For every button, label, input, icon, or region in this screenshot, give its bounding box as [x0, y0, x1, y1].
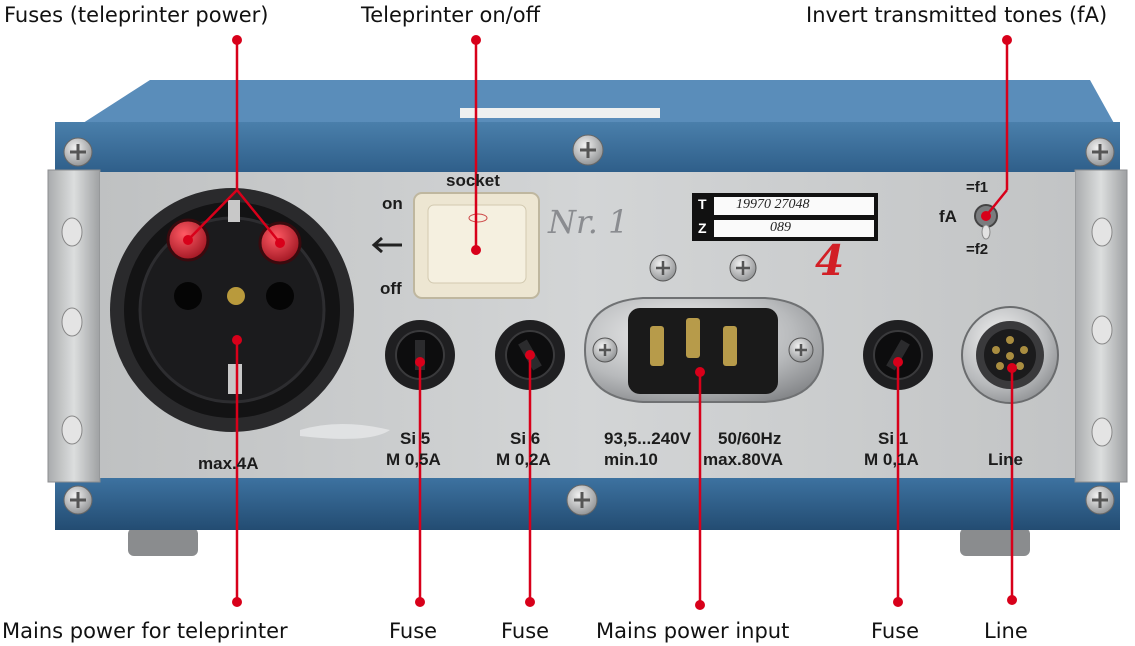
fuse-si5-rating: M 0,5A	[386, 450, 441, 469]
mains-voltage-label: 93,5...240V	[604, 429, 691, 448]
foot-right	[960, 528, 1030, 556]
center-screw-top	[572, 134, 604, 166]
fuse-si1-name: Si 1	[878, 429, 909, 448]
center-screw-bottom	[566, 484, 598, 516]
line-connector	[961, 306, 1059, 404]
housing-top-surface	[80, 80, 1115, 125]
switch-on-label: on	[382, 194, 403, 213]
callout-fuse-si5: Fuse	[389, 619, 438, 643]
handwritten-unit-number: Nr. 1	[548, 203, 629, 241]
pointer-lines	[187, 40, 1014, 605]
rail-clip	[61, 415, 83, 445]
corner-screw-bl	[63, 485, 93, 515]
corner-screw-tr	[1085, 137, 1115, 167]
callout-invert-transmitted-tones: Invert transmitted tones (fA)	[806, 3, 1108, 27]
corner-screw-tl	[63, 137, 93, 167]
callout-fuses-teleprinter-power: Fuses (teleprinter power)	[4, 3, 269, 27]
rail-clip	[61, 307, 83, 337]
rail-clip	[1091, 315, 1113, 345]
inlet-screw-right	[729, 254, 757, 282]
panel-scuff	[300, 424, 390, 439]
nameplate-z-value: 089	[770, 220, 791, 235]
switch-off-label: off	[380, 279, 402, 298]
callout-mains-power-teleprinter: Mains power for teleprinter	[2, 619, 288, 643]
fuse-holder-si1	[863, 320, 933, 390]
fuse-si6-rating: M 0,2A	[496, 450, 551, 469]
toggle-f2-label: =f2	[966, 241, 989, 258]
teleprinter-power-socket	[110, 188, 354, 432]
nameplate-t-value: 19970 27048	[736, 197, 810, 212]
socket-rating-label: max.4A	[198, 454, 259, 473]
rail-clip	[61, 217, 83, 247]
pointer-dots	[183, 35, 1017, 610]
fuse-si1-rating: M 0,1A	[864, 450, 919, 469]
rail-clip	[1091, 217, 1113, 247]
callout-mains-power-input: Mains power input	[596, 619, 790, 643]
mains-power-inlet	[583, 297, 825, 403]
callout-fuse-si1: Fuse	[871, 619, 920, 643]
nameplate-z-key: Z	[698, 220, 707, 236]
nameplate	[692, 193, 878, 241]
corner-screw-br	[1085, 485, 1115, 515]
nameplate-t-key: T	[698, 196, 707, 212]
fuse-si6-name: Si 6	[510, 429, 541, 448]
line-connector-label: Line	[988, 450, 1023, 469]
switch-socket-label: socket	[446, 171, 500, 190]
toggle-f1-label: =f1	[966, 179, 989, 196]
rail-clip	[1091, 417, 1113, 447]
callout-line: Line	[984, 619, 1028, 643]
inlet-screw-left	[649, 254, 677, 282]
handwritten-red-digit: 4	[815, 236, 845, 285]
top-label-strip	[460, 108, 660, 118]
mains-frequency-label: 50/60Hz	[718, 429, 782, 448]
mains-power-rating-label: max.80VA	[703, 450, 784, 469]
callout-teleprinter-on-off: Teleprinter on/off	[361, 3, 541, 27]
mains-min-label: min.10	[604, 450, 658, 469]
toggle-fa-label: fA	[939, 207, 957, 226]
foot-left	[128, 528, 198, 556]
callout-fuse-si6: Fuse	[501, 619, 550, 643]
arrow-icon	[371, 236, 402, 254]
fuse-si5-name: Si 5	[400, 429, 431, 448]
